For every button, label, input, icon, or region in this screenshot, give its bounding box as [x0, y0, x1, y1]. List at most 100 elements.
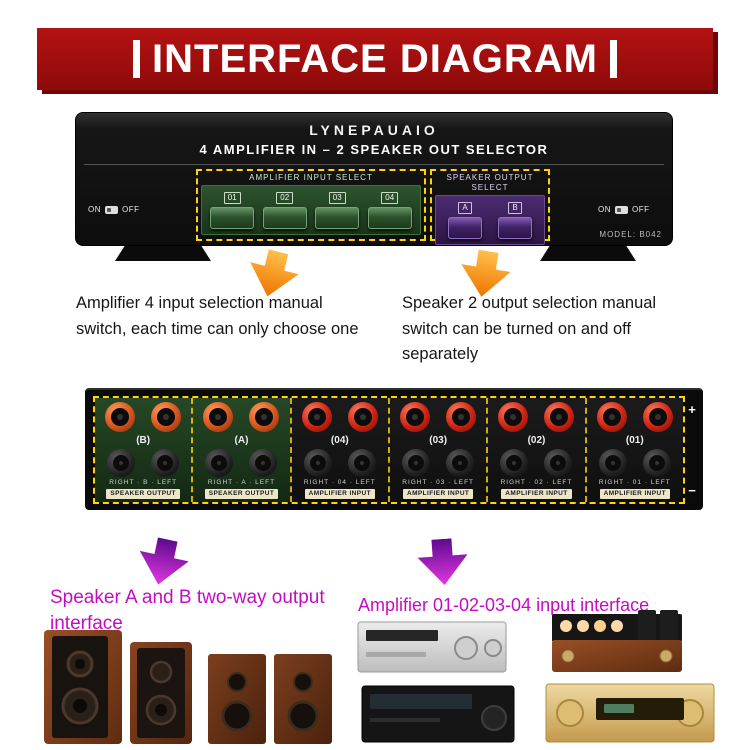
post-row-bottom	[402, 448, 475, 477]
section-id: (A)	[234, 434, 249, 446]
amp-button-label-02: 02	[276, 191, 294, 204]
post-row-top	[400, 402, 477, 432]
terminal-section-b: (B) RIGHT · B · LEFT SPEAKER OUTPUT	[95, 398, 192, 502]
title-banner: INTERFACE DIAGRAM	[37, 28, 713, 90]
power-switch-left: ON OFF	[88, 205, 140, 214]
down-arrow-purple-icon	[417, 538, 468, 585]
amplifiers-image	[357, 610, 715, 743]
post-row-top	[301, 402, 378, 432]
speaker-select-panel: A B	[435, 195, 545, 245]
brand-logo: LYNEPAUAIO	[309, 122, 439, 138]
binding-post-negative	[598, 448, 627, 477]
binding-post-negative	[500, 448, 529, 477]
post-row-top	[596, 402, 673, 432]
power-switch-right: ON OFF	[598, 205, 650, 214]
amp-button-label-04: 04	[381, 191, 399, 204]
section-id: (03)	[429, 434, 448, 446]
speaker-button-group-a: A	[448, 201, 482, 239]
binding-post-negative	[151, 448, 180, 477]
binding-post-positive	[596, 402, 627, 432]
amp-select-button-02	[262, 206, 307, 229]
power-switch-icon-left	[105, 205, 118, 214]
post-row-bottom	[107, 448, 180, 477]
power-on-label-right: ON	[598, 205, 611, 214]
amp-select-button-04	[367, 206, 412, 229]
device-back-panel: (B) RIGHT · B · LEFT SPEAKER OUTPUT (A)	[85, 388, 703, 510]
speaker-select-button-b	[498, 216, 532, 239]
section-channel-label: RIGHT · 02 · LEFT	[500, 479, 573, 487]
black-receiver	[361, 685, 515, 743]
amp-select-label: AMPLIFIER INPUT SELECT	[249, 173, 373, 182]
binding-post-positive	[544, 402, 575, 432]
binding-post-positive	[347, 402, 378, 432]
gold-amplifier	[545, 683, 715, 743]
plus-label: +	[688, 402, 696, 417]
minus-label: −	[688, 483, 696, 498]
bookshelf-speaker-pair	[208, 654, 332, 744]
silver-amplifier	[357, 621, 507, 673]
amplifier-input-select-group: AMPLIFIER INPUT SELECT 01 02 03 04	[196, 169, 426, 241]
down-arrow-orange-icon	[250, 249, 299, 297]
speaker-select-label: SPEAKER OUTPUT SELECT	[446, 173, 534, 192]
amplifier-interface-label: Amplifier 01-02-03-04 input interface	[358, 595, 650, 615]
terminal-section-01: (01) RIGHT · 01 · LEFT AMPLIFIER INPUT	[584, 398, 683, 502]
power-off-label-right: OFF	[632, 205, 650, 214]
binding-post-positive	[642, 402, 673, 432]
device-foot-right	[540, 246, 636, 261]
terminal-section-03: (03) RIGHT · 03 · LEFT AMPLIFIER INPUT	[387, 398, 487, 502]
binding-post-negative	[249, 448, 278, 477]
amp-button-group-04: 04	[367, 191, 412, 229]
binding-post-positive	[249, 402, 280, 432]
section-caption: AMPLIFIER INPUT	[599, 489, 670, 499]
section-channel-label: RIGHT · A · LEFT	[207, 479, 276, 487]
section-channel-label: RIGHT · 03 · LEFT	[402, 479, 475, 487]
speaker-callout-text: Speaker 2 output selection manual switch…	[402, 294, 657, 364]
tube-amplifier	[552, 610, 682, 672]
section-channel-label: RIGHT · B · LEFT	[109, 479, 178, 487]
amp-button-group-03: 03	[315, 191, 360, 229]
polarity-labels: + −	[685, 396, 699, 504]
binding-post-negative	[642, 448, 671, 477]
section-id: (01)	[625, 434, 644, 446]
binding-post-negative	[347, 448, 376, 477]
floor-speaker-small	[130, 642, 192, 744]
speaker-select-button-a	[448, 216, 482, 239]
speaker-interface-label: Speaker A and B two-way output interface	[50, 587, 325, 634]
model-label: MODEL: B042	[599, 230, 662, 239]
page-title: INTERFACE DIAGRAM	[152, 36, 598, 81]
section-id: (04)	[330, 434, 349, 446]
binding-post-negative	[107, 448, 136, 477]
binding-post-positive	[498, 402, 529, 432]
binding-post-positive	[105, 402, 136, 432]
amp-callout-text: Amplifier 4 input selection manual switc…	[76, 294, 359, 338]
binding-post-negative	[205, 448, 234, 477]
power-switch-icon-right	[615, 205, 628, 214]
binding-post-positive	[203, 402, 234, 432]
amp-select-button-03	[315, 206, 360, 229]
amp-button-group-01: 01	[210, 191, 255, 229]
down-arrow-purple-icon	[139, 537, 189, 585]
title-right-bar-icon	[609, 40, 617, 78]
panel-divider	[84, 164, 664, 165]
binding-post-negative	[446, 448, 475, 477]
title-left-bar-icon	[133, 40, 141, 78]
binding-post-positive	[400, 402, 431, 432]
section-channel-label: RIGHT · 01 · LEFT	[598, 479, 671, 487]
terminal-section-02: (02) RIGHT · 02 · LEFT AMPLIFIER INPUT	[486, 398, 585, 502]
section-caption: AMPLIFIER INPUT	[501, 489, 572, 499]
post-row-top	[203, 402, 280, 432]
device-foot-left	[115, 246, 211, 261]
post-row-bottom	[598, 448, 671, 477]
post-row-top	[105, 402, 182, 432]
binding-post-negative	[544, 448, 573, 477]
power-on-label-left: ON	[88, 205, 101, 214]
section-channel-label: RIGHT · 04 · LEFT	[303, 479, 376, 487]
speaker-button-group-b: B	[498, 201, 532, 239]
section-caption: AMPLIFIER INPUT	[304, 489, 375, 499]
section-caption: AMPLIFIER INPUT	[402, 489, 474, 499]
binding-post-negative	[303, 448, 332, 477]
section-id: (02)	[527, 434, 546, 446]
terminal-section-a: (A) RIGHT · A · LEFT SPEAKER OUTPUT	[191, 398, 290, 502]
binding-post-positive	[446, 402, 477, 432]
